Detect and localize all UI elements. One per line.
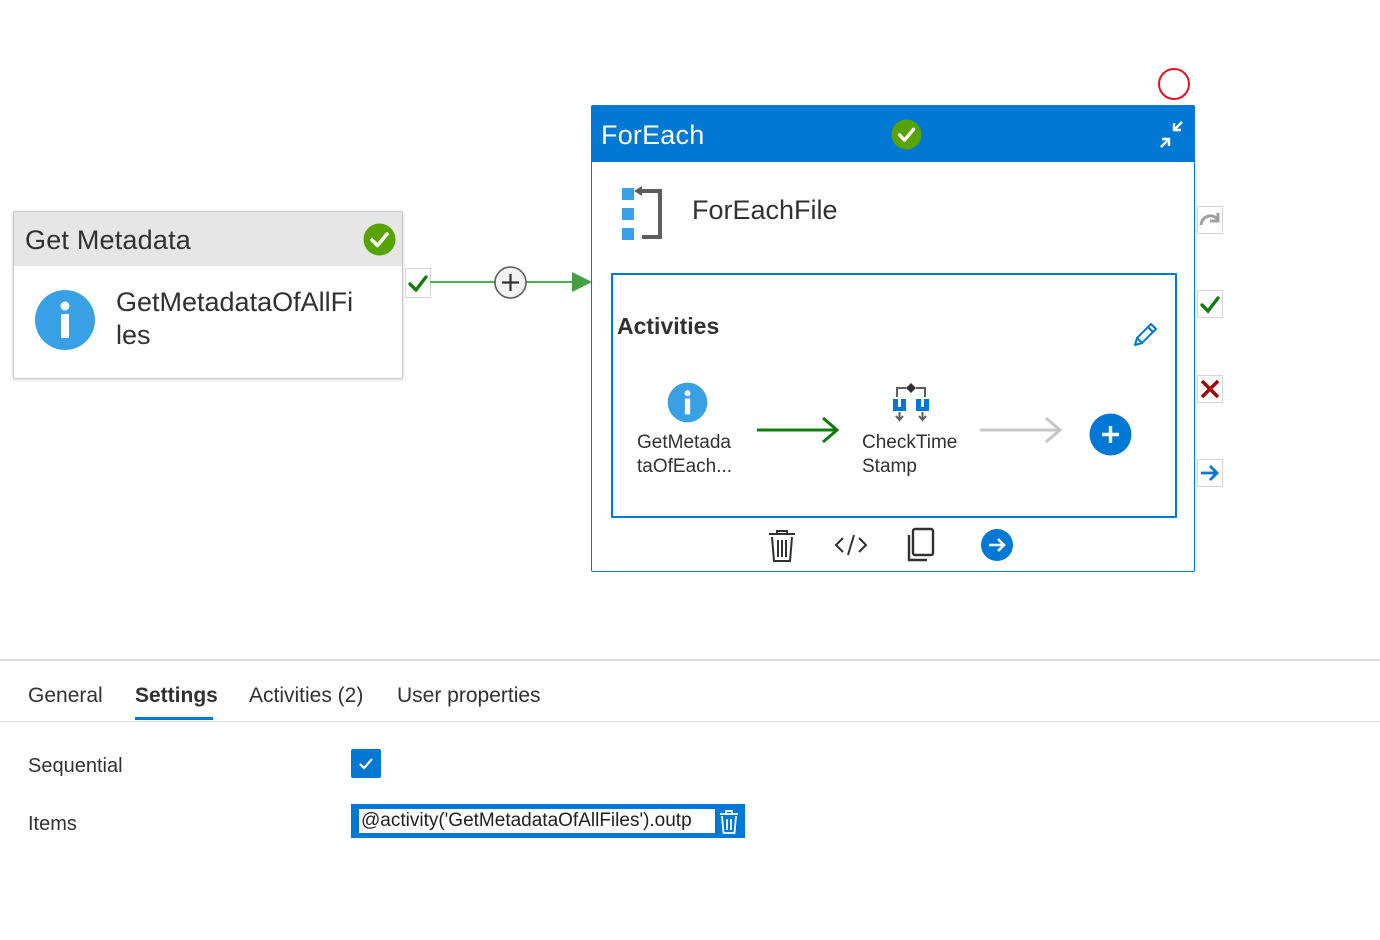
success-check-icon bbox=[363, 223, 396, 261]
items-input[interactable]: @activity('GetMetadataOfAllFiles').outp bbox=[359, 809, 715, 833]
tab-general[interactable]: General bbox=[28, 684, 103, 707]
tab-activities[interactable]: Activities (2) bbox=[249, 684, 364, 707]
add-activity-plus-icon[interactable] bbox=[494, 266, 527, 304]
on-failure-icon[interactable] bbox=[1197, 375, 1223, 403]
tab-settings[interactable]: Settings bbox=[135, 684, 218, 707]
tab-user-properties[interactable]: User properties bbox=[397, 684, 541, 707]
inner-activity-name[interactable]: CheckTime Stamp bbox=[862, 431, 982, 479]
if-condition-icon[interactable] bbox=[889, 381, 933, 430]
inner-activity-name-line: CheckTime bbox=[862, 432, 958, 453]
inner-activity-name-line: GetMetada bbox=[637, 432, 731, 453]
foreach-activity[interactable]: ForEach ForEachFile Activities bbox=[591, 105, 1195, 572]
panel-divider bbox=[0, 659, 1380, 661]
activity-action-bar bbox=[592, 524, 1194, 568]
on-success-icon[interactable] bbox=[1197, 290, 1223, 318]
inner-activities-panel[interactable]: Activities GetMetada taOfEach... bbox=[611, 273, 1177, 518]
delete-icon[interactable] bbox=[766, 528, 798, 569]
items-expression-field[interactable]: @activity('GetMetadataOfAllFiles').outp bbox=[351, 804, 745, 838]
items-label: Items bbox=[28, 813, 77, 835]
edit-pencil-icon[interactable] bbox=[1131, 321, 1159, 354]
tabs-divider bbox=[0, 721, 1380, 722]
inner-activity-name-line: Stamp bbox=[862, 456, 917, 477]
on-success-output-handle[interactable] bbox=[405, 268, 431, 298]
activity-type-title: ForEach bbox=[601, 120, 705, 150]
code-icon[interactable] bbox=[834, 530, 868, 565]
info-icon bbox=[34, 289, 96, 356]
pending-dependency-arrow bbox=[980, 416, 1063, 444]
get-metadata-header: Get Metadata bbox=[14, 212, 402, 266]
activity-name: GetMetadataOfAllFi les bbox=[116, 286, 376, 352]
on-completion-icon[interactable] bbox=[1197, 459, 1223, 487]
activity-name-line: GetMetadataOfAllFi bbox=[116, 287, 354, 317]
skip-icon[interactable] bbox=[1197, 206, 1223, 234]
foreach-header: ForEach bbox=[592, 106, 1194, 162]
inner-activity-name[interactable]: GetMetada taOfEach... bbox=[637, 431, 757, 479]
activity-name: ForEachFile bbox=[692, 195, 838, 225]
active-tab-indicator bbox=[135, 717, 213, 720]
sequential-label: Sequential bbox=[28, 755, 123, 777]
activities-label: Activities bbox=[617, 313, 720, 339]
foreach-icon bbox=[620, 186, 664, 247]
success-check-icon bbox=[891, 119, 922, 155]
info-icon[interactable] bbox=[667, 382, 708, 428]
add-icon[interactable] bbox=[1089, 413, 1132, 461]
highlight-circle bbox=[1158, 68, 1190, 100]
activity-type-title: Get Metadata bbox=[25, 225, 191, 255]
checkmark-icon bbox=[359, 758, 373, 770]
success-dependency-arrow bbox=[757, 416, 840, 444]
activity-name-line: les bbox=[116, 320, 151, 350]
get-metadata-activity[interactable]: Get Metadata GetMetadataOfAllFi les bbox=[13, 211, 403, 379]
copy-icon[interactable] bbox=[904, 527, 936, 568]
inner-activity-name-line: taOfEach... bbox=[637, 456, 733, 477]
collapse-icon[interactable] bbox=[1154, 116, 1190, 157]
navigate-icon[interactable] bbox=[980, 528, 1014, 567]
delete-icon[interactable] bbox=[717, 809, 741, 840]
sequential-checkbox[interactable] bbox=[351, 749, 381, 778]
